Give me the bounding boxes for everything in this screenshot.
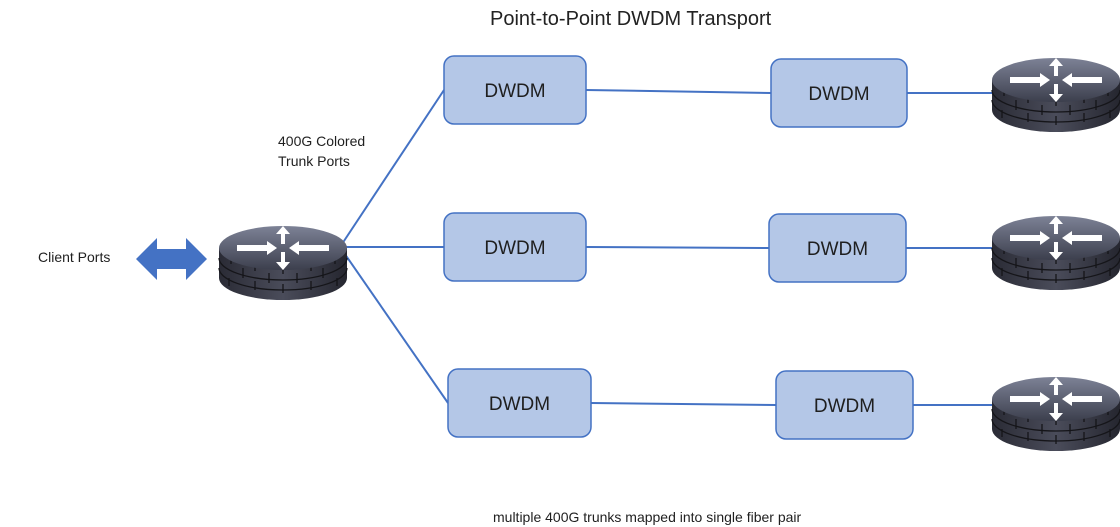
routers bbox=[218, 57, 1120, 452]
trunk-ports-label-line2: Trunk Ports bbox=[278, 153, 350, 169]
span-link-3 bbox=[590, 402, 777, 406]
router-icon bbox=[991, 376, 1120, 452]
span-link-1 bbox=[585, 89, 772, 94]
fiber-links bbox=[339, 89, 1000, 406]
dwdm-label: DWDM bbox=[814, 396, 875, 417]
dwdm-label: DWDM bbox=[484, 238, 545, 259]
diagram-title: Point-to-Point DWDM Transport bbox=[490, 8, 772, 30]
dwdm-node-1b: DWDM bbox=[770, 58, 908, 128]
dwdm-label: DWDM bbox=[807, 239, 868, 260]
dwdm-node-3a: DWDM bbox=[447, 368, 592, 438]
dwdm-label: DWDM bbox=[484, 81, 545, 102]
dwdm-node-2a: DWDM bbox=[443, 212, 587, 282]
router-icon bbox=[991, 215, 1120, 291]
router-icon bbox=[991, 57, 1120, 133]
dwdm-nodes: DWDM DWDM DWDM DWDM DWDM DWDM bbox=[443, 55, 914, 440]
router-icon bbox=[218, 225, 348, 301]
trunk-link-3 bbox=[339, 246, 449, 404]
dwdm-label: DWDM bbox=[808, 84, 869, 105]
dwdm-node-3b: DWDM bbox=[775, 370, 914, 440]
bidirectional-arrow-icon bbox=[136, 238, 207, 280]
client-ports-label: Client Ports bbox=[38, 249, 111, 265]
trunk-link-1 bbox=[339, 89, 445, 248]
footer-caption: multiple 400G trunks mapped into single … bbox=[493, 509, 802, 525]
trunk-ports-label: 400G Colored Trunk Ports bbox=[278, 131, 398, 171]
span-link-2 bbox=[585, 246, 770, 249]
dwdm-node-1a: DWDM bbox=[443, 55, 587, 125]
trunk-ports-label-line1: 400G Colored bbox=[278, 133, 366, 149]
dwdm-node-2b: DWDM bbox=[768, 213, 907, 283]
dwdm-label: DWDM bbox=[489, 394, 550, 415]
